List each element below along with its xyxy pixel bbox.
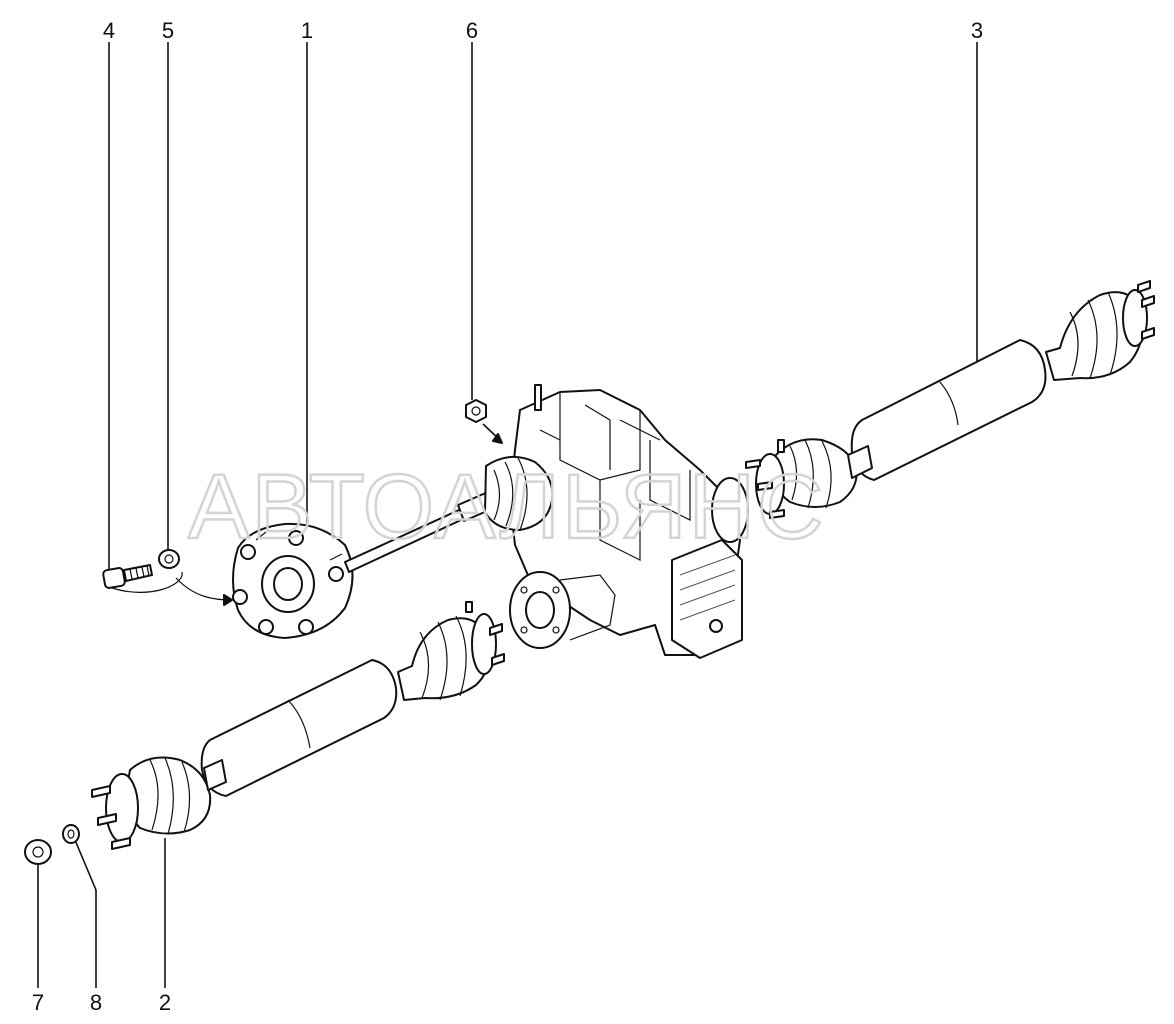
- nut-part-7: [24, 839, 52, 865]
- callout-numbers: 4 5 1 6 3 7 8 2: [32, 18, 983, 1015]
- callout-4: 4: [103, 18, 115, 43]
- callout-3: 3: [971, 18, 983, 43]
- washer-part-8: [62, 824, 80, 844]
- callout-7: 7: [32, 990, 44, 1015]
- callout-6: 6: [466, 18, 478, 43]
- flex-coupling-part-1: [232, 491, 495, 639]
- driveshaft-part-3: [745, 280, 1155, 519]
- callout-5: 5: [162, 18, 174, 43]
- callout-2: 2: [159, 990, 171, 1015]
- leader-lines: [37, 42, 978, 988]
- leader-line-8: [74, 839, 97, 988]
- driveshaft-part-2: [91, 601, 505, 850]
- transfer-case: [509, 384, 749, 659]
- bolt-part-4: [102, 564, 153, 589]
- nut-part-5: [158, 549, 180, 569]
- watermark-text: АВТОАЛЬЯНС: [188, 456, 826, 558]
- callout-1: 1: [301, 18, 313, 43]
- callout-8: 8: [90, 990, 102, 1015]
- nut-part-6: [465, 399, 503, 444]
- rear-cv-boot: [484, 455, 554, 531]
